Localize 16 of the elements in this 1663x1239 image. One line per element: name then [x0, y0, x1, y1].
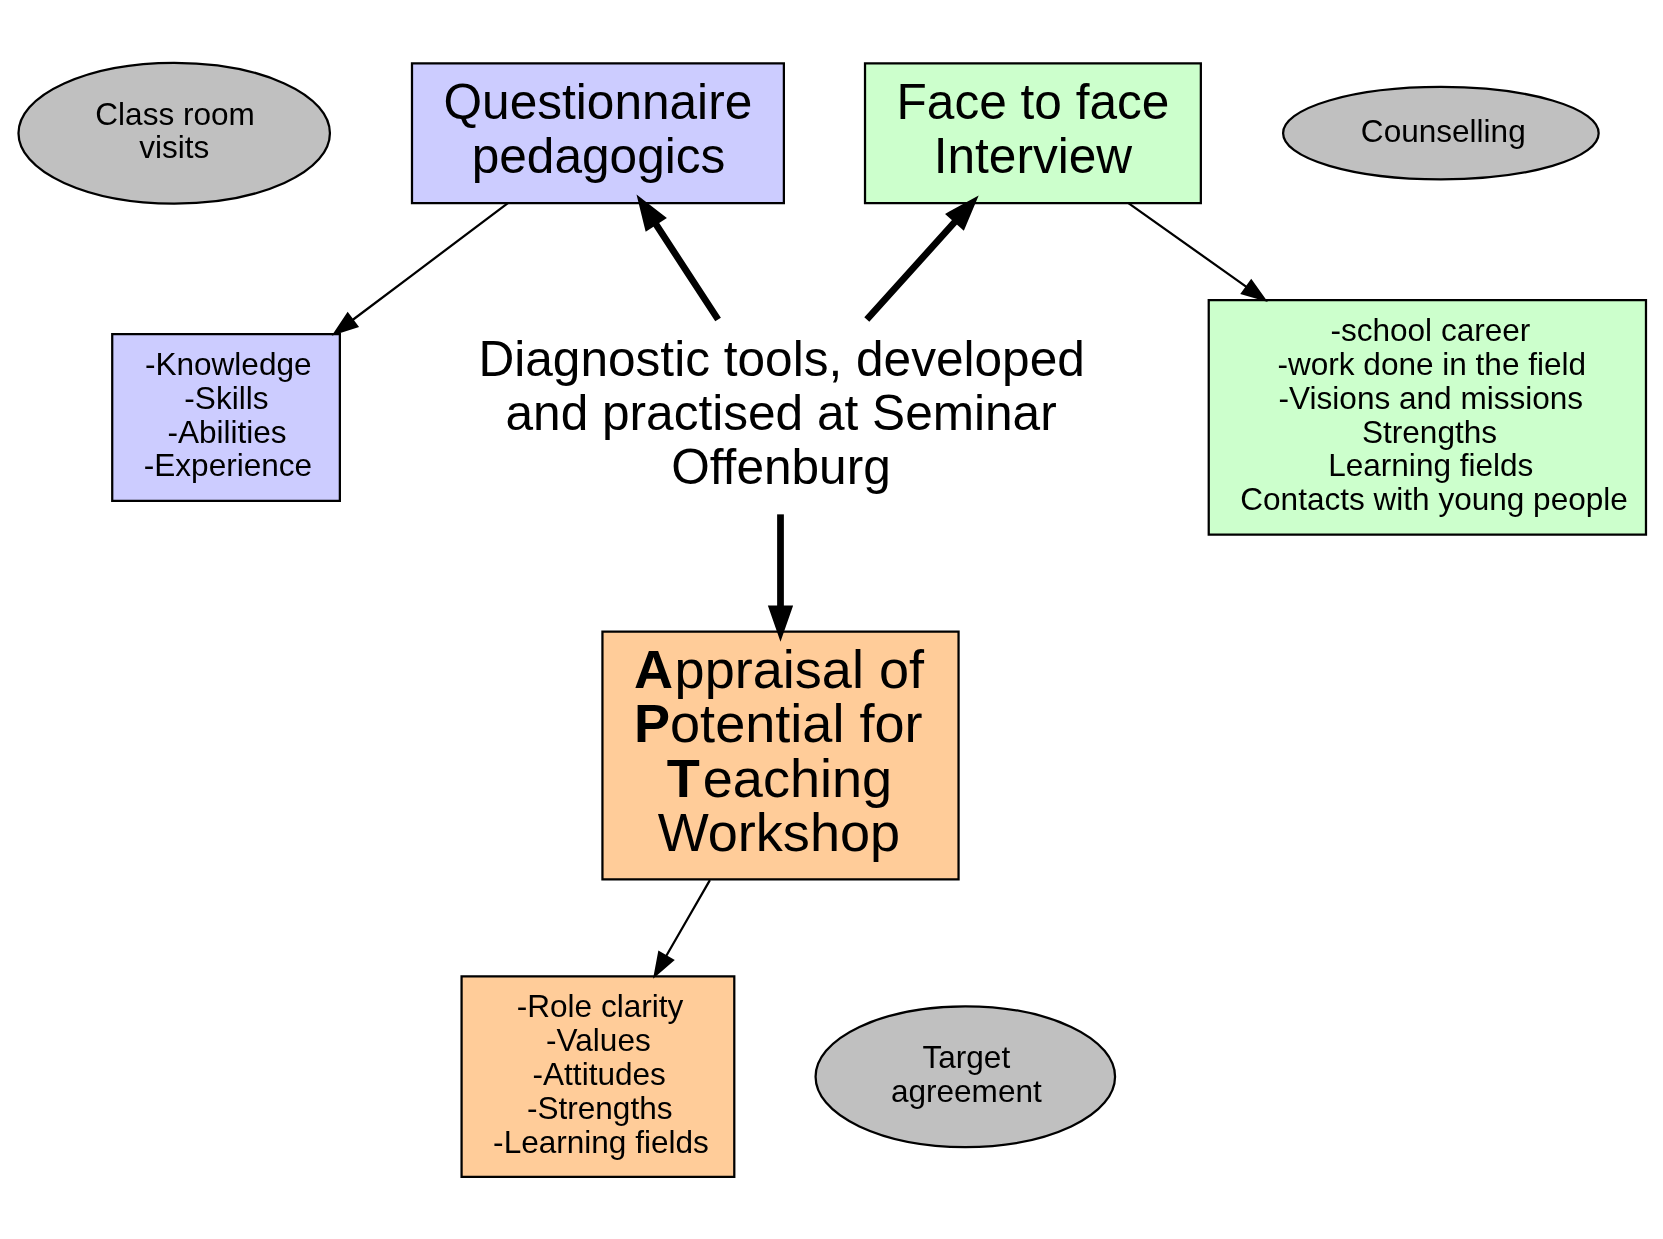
- node-ellipse: Class room visits: [16, 61, 331, 205]
- arrow: [636, 194, 721, 321]
- node-box: Questionnaire pedagogics: [410, 61, 785, 204]
- node-ellipse: Counselling: [1281, 85, 1600, 181]
- arrow: [767, 513, 793, 642]
- node-box: -school career -work done in the field -Visions and missions Strengths Learning fields Contacts with young people: [1207, 298, 1647, 536]
- node-ellipse: Target agreement: [813, 1004, 1116, 1148]
- node-text: Diagnostic tools, developed and practised at Seminar Offenburg: [477, 330, 1085, 495]
- node-box: -Knowledge -Skills -Abilities -Experience: [110, 332, 341, 502]
- arrow: [863, 195, 979, 322]
- node-box: Appraisal of Potential for Teaching Workshop: [600, 629, 960, 881]
- arrow: [652, 879, 711, 979]
- node-box: -Role clarity -Values -Attitudes -Strengths -Learning fields: [459, 974, 735, 1178]
- arrow: [331, 201, 509, 336]
- node-box: Face to face Interview: [863, 61, 1202, 204]
- arrow: [1127, 201, 1268, 302]
